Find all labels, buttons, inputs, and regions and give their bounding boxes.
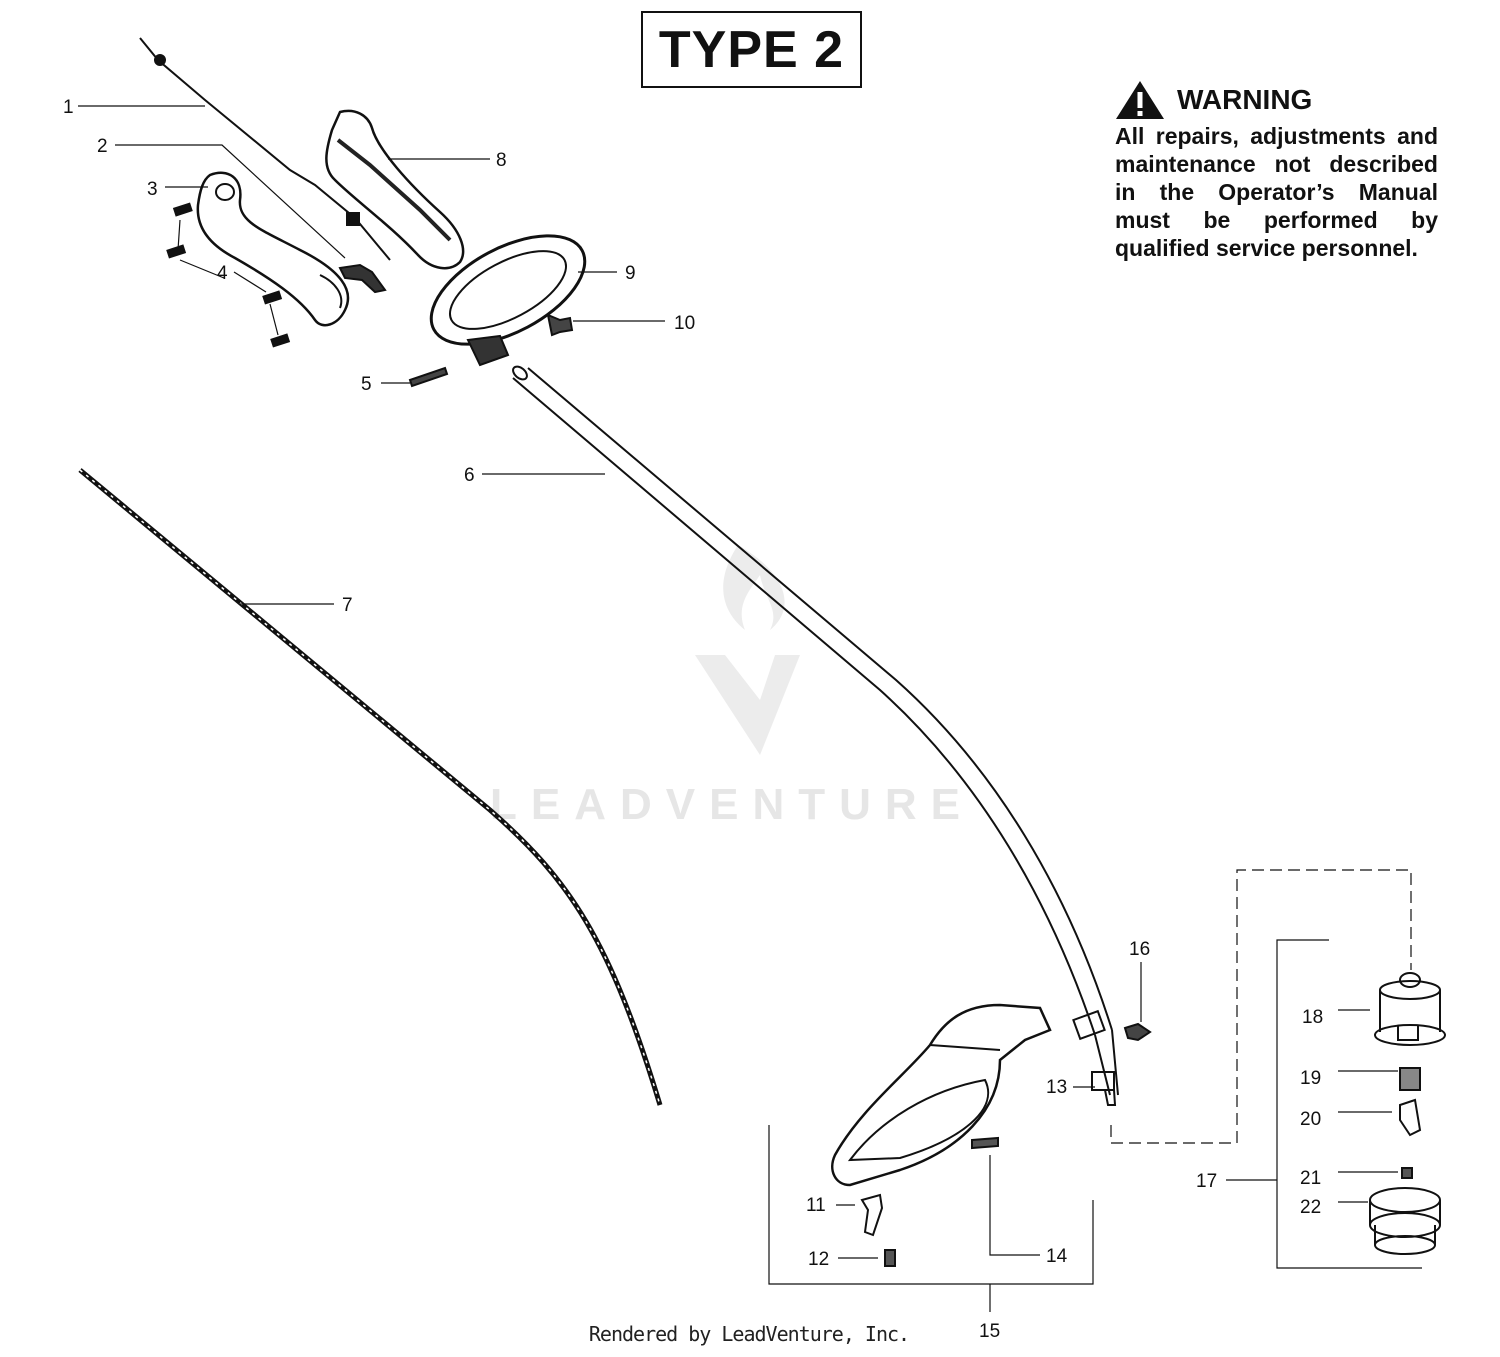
callout-18: 18 <box>1302 1007 1323 1028</box>
callout-7: 7 <box>342 595 353 616</box>
warning-block: WARNING All repairs, adjustments and mai… <box>1115 80 1438 262</box>
callout-20: 20 <box>1300 1109 1321 1130</box>
callout-13: 13 <box>1046 1077 1067 1098</box>
callout-2: 2 <box>97 136 108 157</box>
part-handle-half-left <box>196 171 350 327</box>
callout-9: 9 <box>625 263 636 284</box>
watermark-text: LEADVENTURE <box>490 780 975 829</box>
callout-3: 3 <box>147 179 158 200</box>
footer: Rendered by LeadVenture, Inc. <box>0 1322 1500 1346</box>
part-throttle-cable <box>139 37 391 261</box>
part-spring <box>1399 1067 1421 1091</box>
part-line-cutter <box>860 1193 884 1237</box>
callout-6: 6 <box>464 465 475 486</box>
callout-22: 22 <box>1300 1197 1321 1218</box>
part-spool <box>1369 1187 1441 1255</box>
part-screw-14 <box>971 1136 999 1150</box>
part-screw-12 <box>884 1249 896 1267</box>
part-washer <box>1401 1167 1413 1179</box>
part-wing-nut-16 <box>1123 1022 1152 1042</box>
callout-4: 4 <box>217 263 228 284</box>
part-screws <box>166 202 291 348</box>
callout-12: 12 <box>808 1249 829 1270</box>
part-debris-guard <box>831 1003 1052 1187</box>
callout-16: 16 <box>1129 939 1150 960</box>
callout-19: 19 <box>1300 1068 1321 1089</box>
part-handle-half-right <box>325 109 465 270</box>
part-loop-handle <box>429 234 587 367</box>
parts-artwork <box>78 37 1446 1267</box>
callout-5: 5 <box>361 374 372 395</box>
part-drive-shaft <box>78 468 663 1106</box>
callout-10: 10 <box>674 313 695 334</box>
part-trimmer-hub <box>1374 972 1446 1046</box>
footer-credit: Rendered by LeadVenture, Inc. <box>588 1322 910 1346</box>
page-title: TYPE 2 <box>658 20 845 79</box>
callout-14: 14 <box>1046 1246 1068 1267</box>
part-throttle-trigger <box>338 263 387 294</box>
callout-1: 1 <box>63 97 74 118</box>
part-clip <box>1399 1098 1422 1137</box>
part-bolt <box>408 366 449 388</box>
callout-11: 11 <box>806 1195 826 1216</box>
part-wing-nut <box>546 313 574 337</box>
warning-text: All repairs, adjustments and maintenance… <box>1115 123 1438 261</box>
callout-labels: 1 2 3 4 5 6 7 8 9 10 11 12 13 14 15 16 1… <box>63 97 1323 1342</box>
callout-15: 15 <box>979 1321 1000 1342</box>
callout-21: 21 <box>1300 1168 1321 1189</box>
leader-lines <box>78 105 1422 1312</box>
warning-heading: WARNING <box>1177 84 1313 115</box>
title-box: TYPE 2 <box>641 11 862 88</box>
leadventure-logo-icon <box>695 545 800 755</box>
callout-17: 17 <box>1196 1171 1217 1192</box>
warning-heading-row: WARNING <box>1115 80 1438 120</box>
callout-8: 8 <box>496 150 507 171</box>
warning-triangle-icon <box>1116 81 1164 119</box>
part-shaft-tube <box>512 365 1119 1106</box>
